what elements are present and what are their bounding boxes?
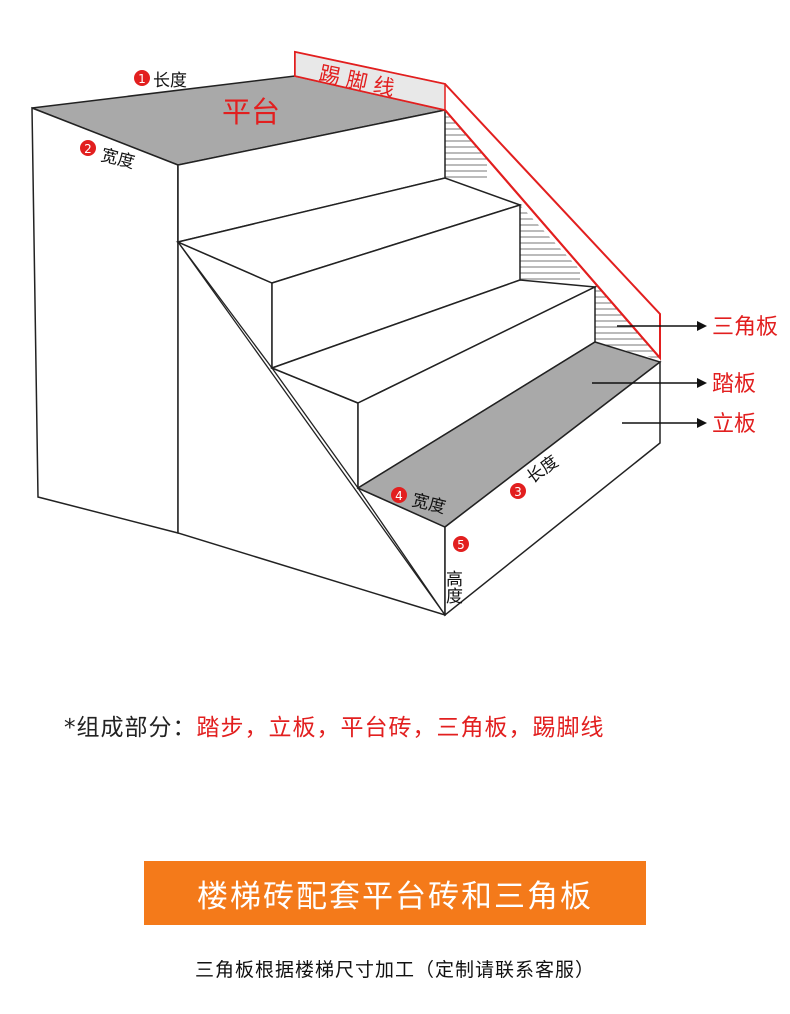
banner-title: 楼梯砖配套平台砖和三角板 — [197, 878, 593, 915]
dimension-1-label: 长度 — [153, 71, 187, 91]
composition-prefix: *组成部分： — [64, 715, 197, 741]
arrow-right-icon — [697, 378, 707, 388]
callout-label-riser: 立板 — [712, 412, 756, 437]
number-badge — [391, 487, 407, 503]
svg-text:5: 5 — [457, 538, 465, 552]
number-badge — [134, 70, 150, 86]
skirting-board: 踢 脚 线 — [294, 50, 661, 361]
composition-line: *组成部分：踏步，立板，平台砖，三角板，踢脚线 — [64, 708, 605, 742]
riser-4 — [444, 360, 661, 617]
callout-label-tread: 踏板 — [712, 372, 756, 397]
svg-text:4: 4 — [395, 489, 403, 503]
customization-note: 三角板根据楼梯尺寸加工（定制请联系客服） — [194, 959, 595, 981]
number-badge — [80, 140, 96, 156]
callout-tread: 踏板 — [592, 372, 756, 397]
callout-triangle-board: 三角板 — [617, 315, 778, 340]
arrow-right-icon — [697, 321, 707, 331]
dimension-5-label: 高度 — [442, 570, 463, 604]
svg-text:1: 1 — [138, 72, 146, 86]
composition-items: 踏步，立板，平台砖，三角板，踢脚线 — [196, 715, 605, 741]
triangle-board-hatching — [445, 112, 660, 360]
platform-front-face — [31, 106, 179, 534]
dimension-5: 5 高度 — [442, 536, 469, 604]
title-banner: 楼梯砖配套平台砖和三角板 — [144, 861, 646, 925]
number-badge — [510, 483, 526, 499]
svg-text:2: 2 — [84, 142, 92, 156]
callout-riser: 立板 — [622, 412, 756, 437]
dimension-1: 1 长度 — [134, 70, 187, 91]
number-badge — [453, 536, 469, 552]
arrow-right-icon — [697, 418, 707, 428]
callout-label-triangle-board: 三角板 — [712, 315, 778, 340]
svg-text:3: 3 — [514, 485, 522, 499]
staircase-diagram: 踢 脚 线 平台 1 长度 2 宽度 3 长度 4 宽度 5 高度 三角板 — [31, 50, 778, 617]
platform-label: 平台 — [222, 95, 280, 129]
dimension-4: 4 宽度 — [391, 487, 448, 518]
